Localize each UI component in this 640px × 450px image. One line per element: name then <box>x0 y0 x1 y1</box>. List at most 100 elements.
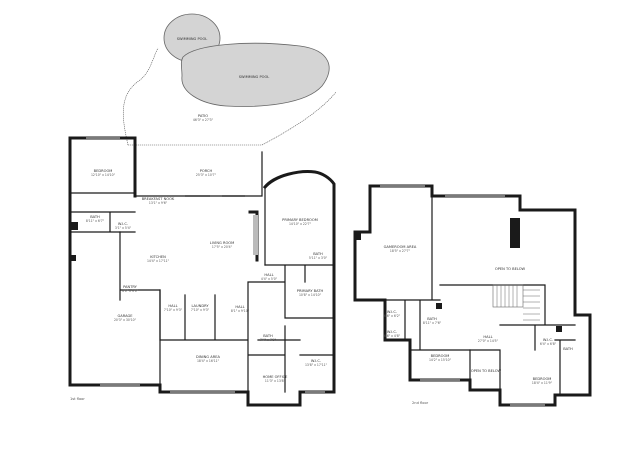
room-dimensions: 12'10" x 14'10" <box>91 173 116 177</box>
floor-caption-2nd: 2nd floor <box>412 401 429 405</box>
room-dimensions: 4'4" x 5'0" <box>261 277 278 281</box>
room-name: BATH <box>90 215 100 219</box>
room-name: PRIMARY BEDROOM <box>282 218 318 222</box>
floor-caption-1st: 1st floor <box>70 397 85 401</box>
room-name: HOME OFFICE <box>263 375 289 379</box>
room-name: LIVING ROOM <box>210 241 234 245</box>
room-name: GAMEROOM AREA <box>384 245 417 249</box>
room-dimensions: 13'1" x 9'6" <box>149 201 168 205</box>
gameroom-walls <box>384 195 471 381</box>
room-name: W.I.C. <box>387 330 397 334</box>
column <box>510 218 520 248</box>
room-dimensions: 18'5" x 27'7" <box>390 249 411 253</box>
column <box>556 326 562 332</box>
room-dimensions: 7'10" x 9'3" <box>164 308 183 312</box>
room-name: PANTRY <box>123 285 138 289</box>
room-dimensions: 8'1" x 9'10" <box>231 309 250 313</box>
room-name: OPEN TO BELOW <box>471 369 502 373</box>
column <box>436 303 442 309</box>
room-swimming-pool-large: SWIMMING POOL <box>239 75 270 79</box>
column <box>355 232 361 240</box>
room-name: LAUNDRY <box>191 304 209 308</box>
room-dimensions: 5'11" x 3'0" <box>309 256 328 260</box>
room-dimensions: 14'4" x 17'11" <box>147 259 170 263</box>
room-dimensions: 18'4" x 11'9" <box>532 381 553 385</box>
room-name: SWIMMING POOL <box>177 37 208 41</box>
room-name: SWIMMING POOL <box>239 75 270 79</box>
room-name: KITCHEN <box>150 255 166 259</box>
room-name: W.I.C. <box>311 359 321 363</box>
room-dimensions: 7'10" x 9'3" <box>191 308 210 312</box>
room-name: PORCH <box>200 169 213 173</box>
primary-bedroom-bay <box>262 170 336 212</box>
room-name: BREAKFAST NOOK <box>142 197 175 201</box>
room-dimensions: 27'0" x 14'5" <box>478 339 499 343</box>
room-dimensions: 6'4" x 6'8" <box>540 342 557 346</box>
room-name: BATH <box>563 347 573 351</box>
room-name: BATH <box>427 317 437 321</box>
column <box>70 222 78 230</box>
bedroom-block-walls <box>69 192 136 233</box>
room-dimensions: 11'3" x 13'8" <box>265 379 286 383</box>
room-name: BATH <box>263 334 273 338</box>
room-swimming-pool-small: SWIMMING POOL <box>177 37 208 41</box>
room-dimensions: 4'0" x 3'0" <box>122 289 139 293</box>
room-walk-in-closet-5: W.I.C.6'4" x 6'8" <box>540 338 557 346</box>
room-dimensions: 46'3" x 27'3" <box>193 118 214 122</box>
room-dimensions: 18'4" x 16'11" <box>197 359 220 363</box>
room-dimensions: 17'5" x 20'4" <box>212 245 233 249</box>
room-walk-in-closet-4: W.I.C.6'6" x 4'8" <box>384 330 401 338</box>
open-to-below-rail <box>439 284 576 396</box>
outdoor-area <box>122 13 337 146</box>
room-name: W.I.C. <box>387 310 397 314</box>
room-open-to-below-1: OPEN TO BELOW <box>495 267 526 271</box>
swimming-pool-large-shape <box>180 42 330 107</box>
room-walk-in-closet-2: W.I.C.13'8" x 17'11" <box>305 359 328 367</box>
second-floor-outer-wall <box>353 184 592 407</box>
room-name: GARAGE <box>117 314 133 318</box>
room-name: BEDROOM <box>94 169 113 173</box>
room-dimensions: 8'11" x 7'6" <box>423 321 442 325</box>
room-dimensions: 14'10" x 22'7" <box>289 222 312 226</box>
fireplace <box>253 215 258 255</box>
room-name: W.I.C. <box>543 338 553 342</box>
room-name: BEDROOM <box>431 354 450 358</box>
first-floor-outer-wall <box>68 136 336 407</box>
room-name: OPEN TO BELOW <box>495 267 526 271</box>
room-walk-in-closet-3: W.I.C.6'6" x 6'2" <box>384 310 401 318</box>
room-dimensions: 7'4" x 7'9" <box>260 338 277 342</box>
first-floor-walls <box>68 136 336 407</box>
core-walls <box>159 264 335 393</box>
room-name: BATH <box>313 252 323 256</box>
room-walk-in-closet-1: W.I.C.3'1" x 5'4" <box>115 222 132 230</box>
room-name: BEDROOM <box>533 377 552 381</box>
room-dimensions: 6'6" x 6'2" <box>384 314 401 318</box>
second-floor-windows <box>380 185 545 406</box>
room-name: PRIMARY BATH <box>297 289 324 293</box>
room-bath-5: BATH <box>563 347 573 351</box>
room-name: W.I.C. <box>118 222 128 226</box>
room-name: HALL <box>483 335 492 339</box>
